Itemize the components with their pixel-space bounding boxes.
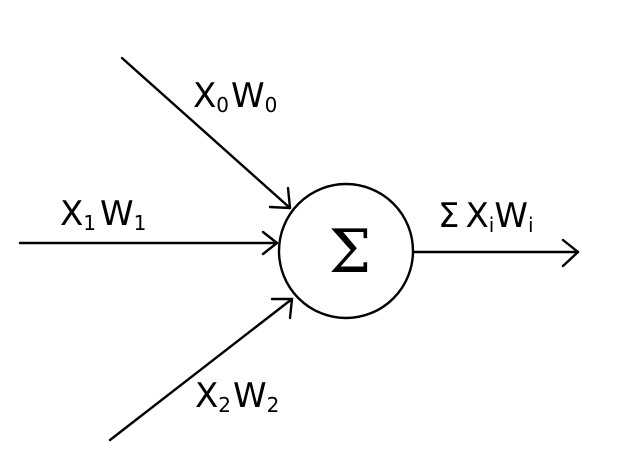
node-circle [277,182,415,320]
input-label-2-w-sub: 2 [267,393,280,417]
output-label-sum: Σ [438,196,459,236]
input-label-0-x: X [193,76,216,116]
input-arrowhead-0 [268,186,292,210]
input-label-1-x-sub: 1 [83,211,96,235]
output-label-w-sub: i [528,213,534,237]
input-label-0-x-sub: 0 [216,93,229,117]
output-label-x-sub: i [489,213,495,237]
input-label-1-x: X [60,194,83,234]
input-label-2-x-sub: 2 [218,393,231,417]
input-label-2: X2W2 [195,376,279,417]
input-label-1-w-sub: 1 [134,211,147,235]
input-label-2-w: W [233,376,267,416]
output-label-w: W [494,196,528,236]
input-label-0-w: W [231,76,265,116]
input-label-0: X0W0 [193,76,277,117]
input-label-0-w-sub: 0 [265,93,278,117]
input-arrowhead-1 [261,230,279,256]
output-edge [410,238,580,268]
output-arrowhead [561,238,580,268]
input-label-2-x: X [195,376,218,416]
summation-node: Σ [277,182,415,320]
sigma-symbol: Σ [329,217,371,287]
output-label-x: X [465,196,488,236]
input-edge-2 [108,297,294,442]
input-edge-1 [18,230,279,256]
input-edge-0 [120,56,292,210]
input-arrowhead-2 [270,297,294,320]
input-label-1-w: W [100,194,134,234]
